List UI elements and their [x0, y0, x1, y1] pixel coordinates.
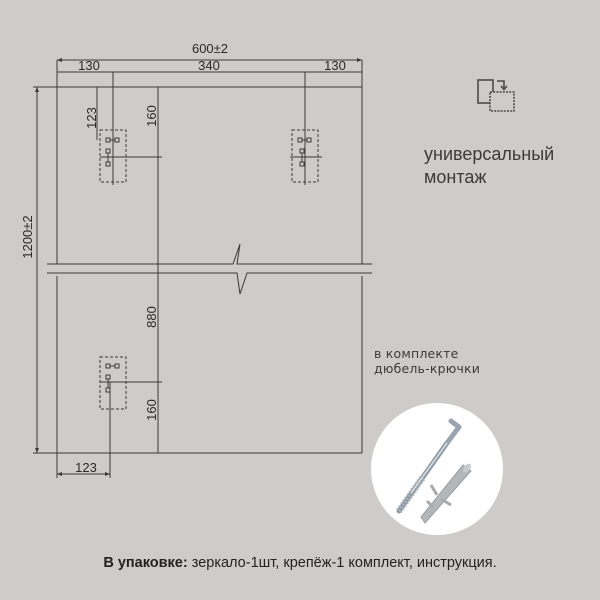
top-hanger-level-label: 160 — [144, 105, 159, 127]
right-offset-label: 130 — [324, 58, 346, 73]
break-line-lower — [47, 272, 372, 295]
title-line-1: универсальный — [424, 144, 555, 164]
hanger-top-right — [290, 129, 322, 183]
hanger-bottom-left — [99, 356, 127, 410]
break-line-upper — [47, 243, 372, 265]
total-width-label: 600±2 — [192, 41, 228, 56]
bottom-hanger-level-label: 160 — [144, 399, 159, 421]
package-contents: В упаковке: зеркало-1шт, крепёж-1 компле… — [0, 555, 600, 571]
total-height-label: 1200±2 — [20, 215, 35, 258]
hanger-top-left — [99, 129, 127, 183]
kit-note-line-2: дюбель-крючки — [374, 361, 481, 376]
hook-screw-and-dowel-icon — [396, 418, 472, 524]
package-contents-label: В упаковке: — [103, 555, 188, 571]
top-hanger-offset-label: 123 — [84, 107, 99, 129]
hanger-spacing-label: 880 — [144, 306, 159, 328]
title-line-2: монтаж — [424, 167, 487, 187]
universal-mount-title: универсальный монтаж — [424, 143, 594, 189]
kit-note: в комплекте дюбель-крючки — [374, 346, 480, 376]
bottom-hanger-offset-label: 123 — [75, 460, 97, 475]
center-span-label: 340 — [198, 58, 220, 73]
package-contents-text: зеркало-1шт, крепёж-1 комплект, инструкц… — [187, 555, 497, 571]
universal-mount-icon — [477, 79, 515, 112]
hook-dowel-photo — [371, 403, 503, 535]
kit-note-line-1: в комплекте — [374, 346, 459, 361]
left-offset-label: 130 — [78, 58, 100, 73]
